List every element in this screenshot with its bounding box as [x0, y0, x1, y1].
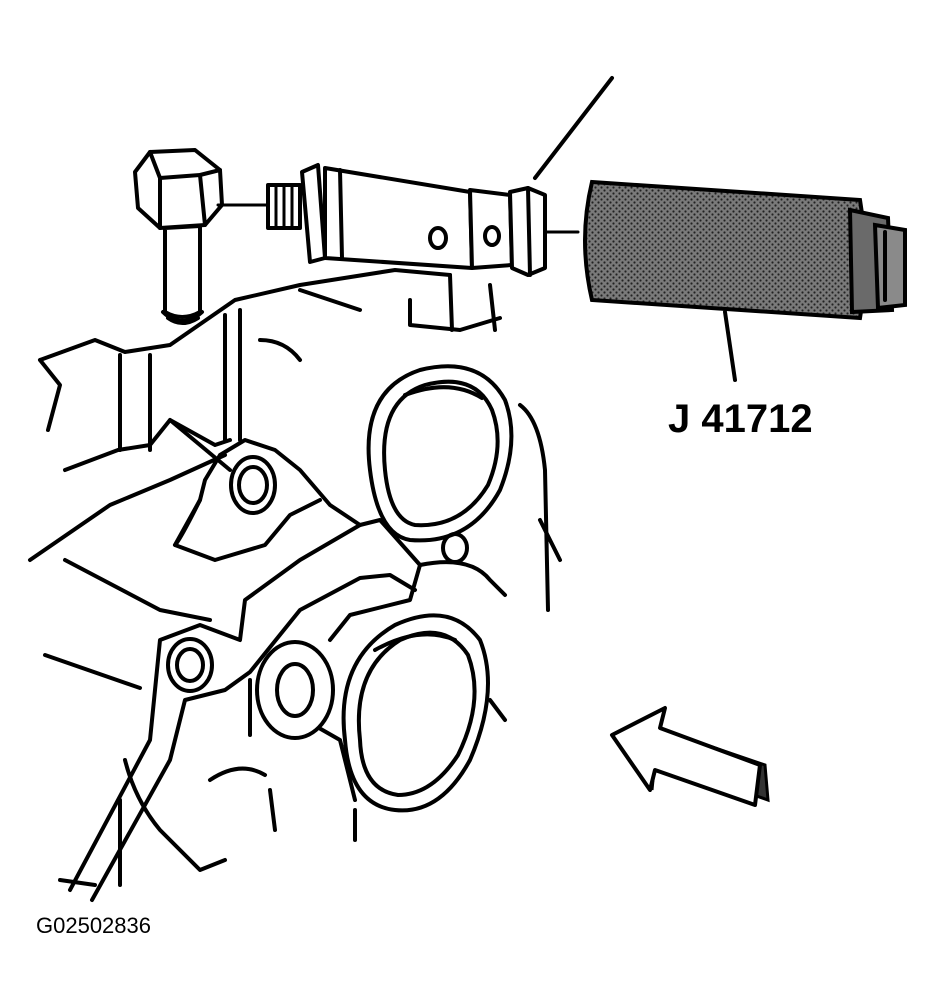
tool-j41712 [583, 179, 907, 382]
boss-hole-left [166, 637, 214, 693]
fitting-assembly [133, 148, 270, 325]
boss-hole-center [255, 640, 335, 740]
bolt-bosses [166, 455, 469, 740]
arrow-left-icon [610, 706, 770, 807]
tool-label: J 41712 [668, 397, 813, 441]
engine-block [28, 268, 562, 887]
gasket [68, 438, 422, 902]
valve-body [266, 76, 614, 332]
figure-code: G02502836 [36, 913, 151, 938]
port-rings [341, 364, 514, 813]
